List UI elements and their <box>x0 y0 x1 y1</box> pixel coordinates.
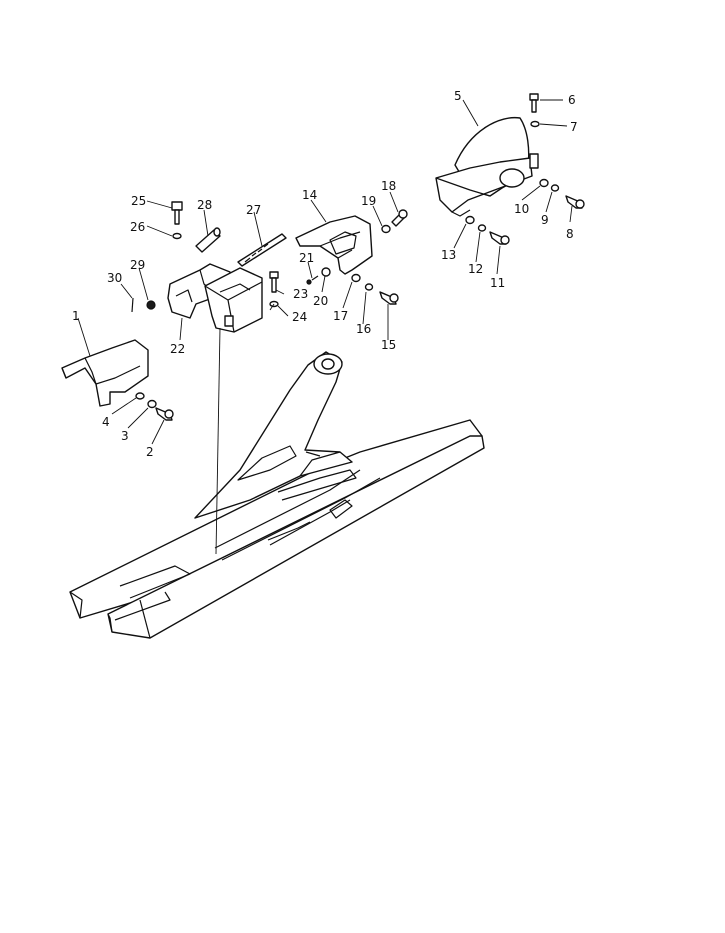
callout-29: 29 <box>130 258 145 272</box>
callout-21: 21 <box>299 251 314 265</box>
callout-15: 15 <box>381 338 396 352</box>
callout-26: 26 <box>130 220 145 234</box>
callout-2: 2 <box>146 445 154 459</box>
callout-10: 10 <box>514 202 529 216</box>
callout-3: 3 <box>121 429 129 443</box>
part-27-bolt <box>237 233 287 267</box>
callout-13: 13 <box>441 248 456 262</box>
callout-14: 14 <box>302 188 317 202</box>
callout-19: 19 <box>361 194 376 208</box>
callout-23: 23 <box>293 287 308 301</box>
callout-11: 11 <box>490 276 505 290</box>
part-29-nut <box>146 300 156 310</box>
part-26-washer <box>172 232 182 240</box>
callout-12: 12 <box>468 262 483 276</box>
mounting-block <box>204 267 263 333</box>
part-14-cover <box>295 215 373 275</box>
callout-24: 24 <box>292 310 307 324</box>
track-frame <box>69 419 485 639</box>
callout-28: 28 <box>197 198 212 212</box>
hardware-6-13 <box>465 93 585 245</box>
callout-20: 20 <box>313 294 328 308</box>
hardware-15-21 <box>306 209 408 305</box>
callout-16: 16 <box>356 322 371 336</box>
callout-8: 8 <box>566 227 574 241</box>
part-5-guard <box>435 116 539 217</box>
callout-4: 4 <box>102 415 110 429</box>
hardware-2-3-4 <box>135 392 174 421</box>
part-23-bolt <box>269 271 279 293</box>
part-1-cover <box>61 339 149 407</box>
callout-17: 17 <box>333 309 348 323</box>
part-25-bolt <box>171 201 183 225</box>
callout-27: 27 <box>246 203 261 217</box>
part-28-pin <box>195 227 221 253</box>
callout-18: 18 <box>381 179 396 193</box>
callout-7: 7 <box>570 120 578 134</box>
leader-lines <box>77 99 573 555</box>
callout-25: 25 <box>131 194 146 208</box>
callout-22: 22 <box>170 342 185 356</box>
callout-30: 30 <box>107 271 122 285</box>
callouts: 1 2 3 4 5 6 7 8 9 10 11 12 13 14 15 16 1… <box>72 89 578 459</box>
callout-1: 1 <box>72 309 80 323</box>
callout-6: 6 <box>568 93 576 107</box>
callout-5: 5 <box>454 89 462 103</box>
callout-9: 9 <box>541 213 549 227</box>
part-30-cotter-pin <box>131 297 134 313</box>
frame-arm <box>194 351 353 519</box>
